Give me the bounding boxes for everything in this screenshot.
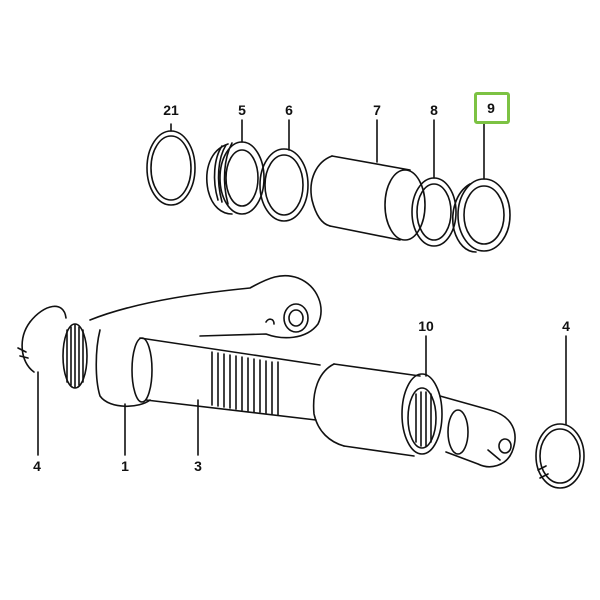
part-9-collar[interactable] (452, 123, 511, 253)
callout-9[interactable]: 9 (487, 100, 495, 116)
callout-3[interactable]: 3 (194, 458, 202, 474)
shaft-end-fork[interactable] (407, 387, 516, 468)
callout-6[interactable]: 6 (285, 102, 293, 118)
part-21-ring[interactable] (146, 123, 196, 206)
part-1-lever-arm[interactable] (62, 274, 322, 456)
part-4-snap-ring-right[interactable] (535, 335, 585, 489)
callout-21[interactable]: 21 (163, 102, 179, 118)
callout-4-left[interactable]: 4 (33, 458, 41, 474)
part-5-bushing[interactable] (206, 119, 265, 215)
part-6-ring[interactable] (259, 119, 309, 222)
callout-7[interactable]: 7 (373, 102, 381, 118)
callout-4-right[interactable]: 4 (562, 318, 570, 334)
selected-part-highlight (474, 92, 510, 124)
part-10-outer-sleeve[interactable] (312, 335, 443, 457)
callout-8[interactable]: 8 (430, 102, 438, 118)
part-4-snap-ring-left[interactable] (17, 305, 67, 456)
callout-1[interactable]: 1 (121, 458, 129, 474)
part-7-sleeve[interactable] (310, 119, 426, 241)
part-3-splined-shaft[interactable] (131, 337, 321, 456)
callout-5[interactable]: 5 (238, 102, 246, 118)
callout-10[interactable]: 10 (418, 318, 434, 334)
part-8-ring[interactable] (411, 119, 457, 247)
